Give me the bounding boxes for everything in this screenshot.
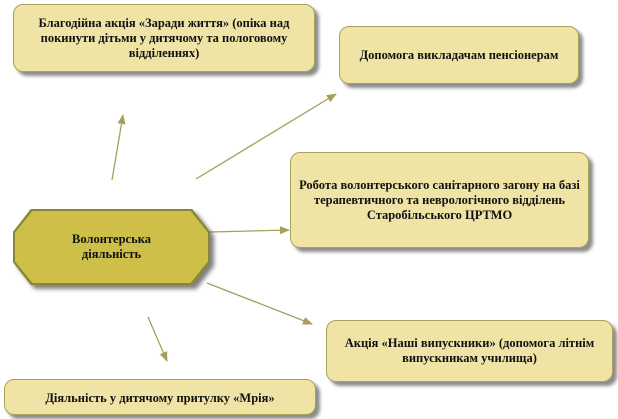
node-our-graduates-label: Акція «Наші випускники» (допомога літнім… bbox=[344, 336, 595, 365]
node-charity-action: Благодійна акція «Заради життя» (опіка н… bbox=[13, 4, 315, 72]
node-charity-action-label: Благодійна акція «Заради життя» (опіка н… bbox=[38, 15, 290, 60]
arrow-to-bottom-right bbox=[206, 282, 313, 325]
node-orphanage-activity: Діяльність у дитячому притулку «Мрія» bbox=[4, 379, 316, 415]
center-node-label: Волонтерська діяльність bbox=[72, 232, 151, 261]
node-sanitary-squad-label: Робота волонтерського санітарного загону… bbox=[299, 177, 580, 222]
node-orphanage-activity-label: Діяльність у дитячому притулку «Мрія» bbox=[45, 390, 275, 405]
node-help-retired-teachers-label: Допомога викладачам пенсіонерам bbox=[359, 47, 559, 62]
arrow-to-top-right bbox=[195, 93, 337, 180]
node-our-graduates: Акція «Наші випускники» (допомога літнім… bbox=[326, 320, 613, 382]
center-node: Волонтерська діяльність bbox=[13, 209, 210, 285]
node-sanitary-squad: Робота волонтерського санітарного загону… bbox=[290, 152, 589, 248]
center-node-fill: Волонтерська діяльність bbox=[15, 211, 208, 283]
arrow-to-top-left bbox=[111, 114, 126, 181]
arrow-to-bottom-left bbox=[147, 316, 168, 362]
node-help-retired-teachers: Допомога викладачам пенсіонерам bbox=[339, 26, 579, 84]
arrow-to-mid-right bbox=[209, 226, 290, 235]
